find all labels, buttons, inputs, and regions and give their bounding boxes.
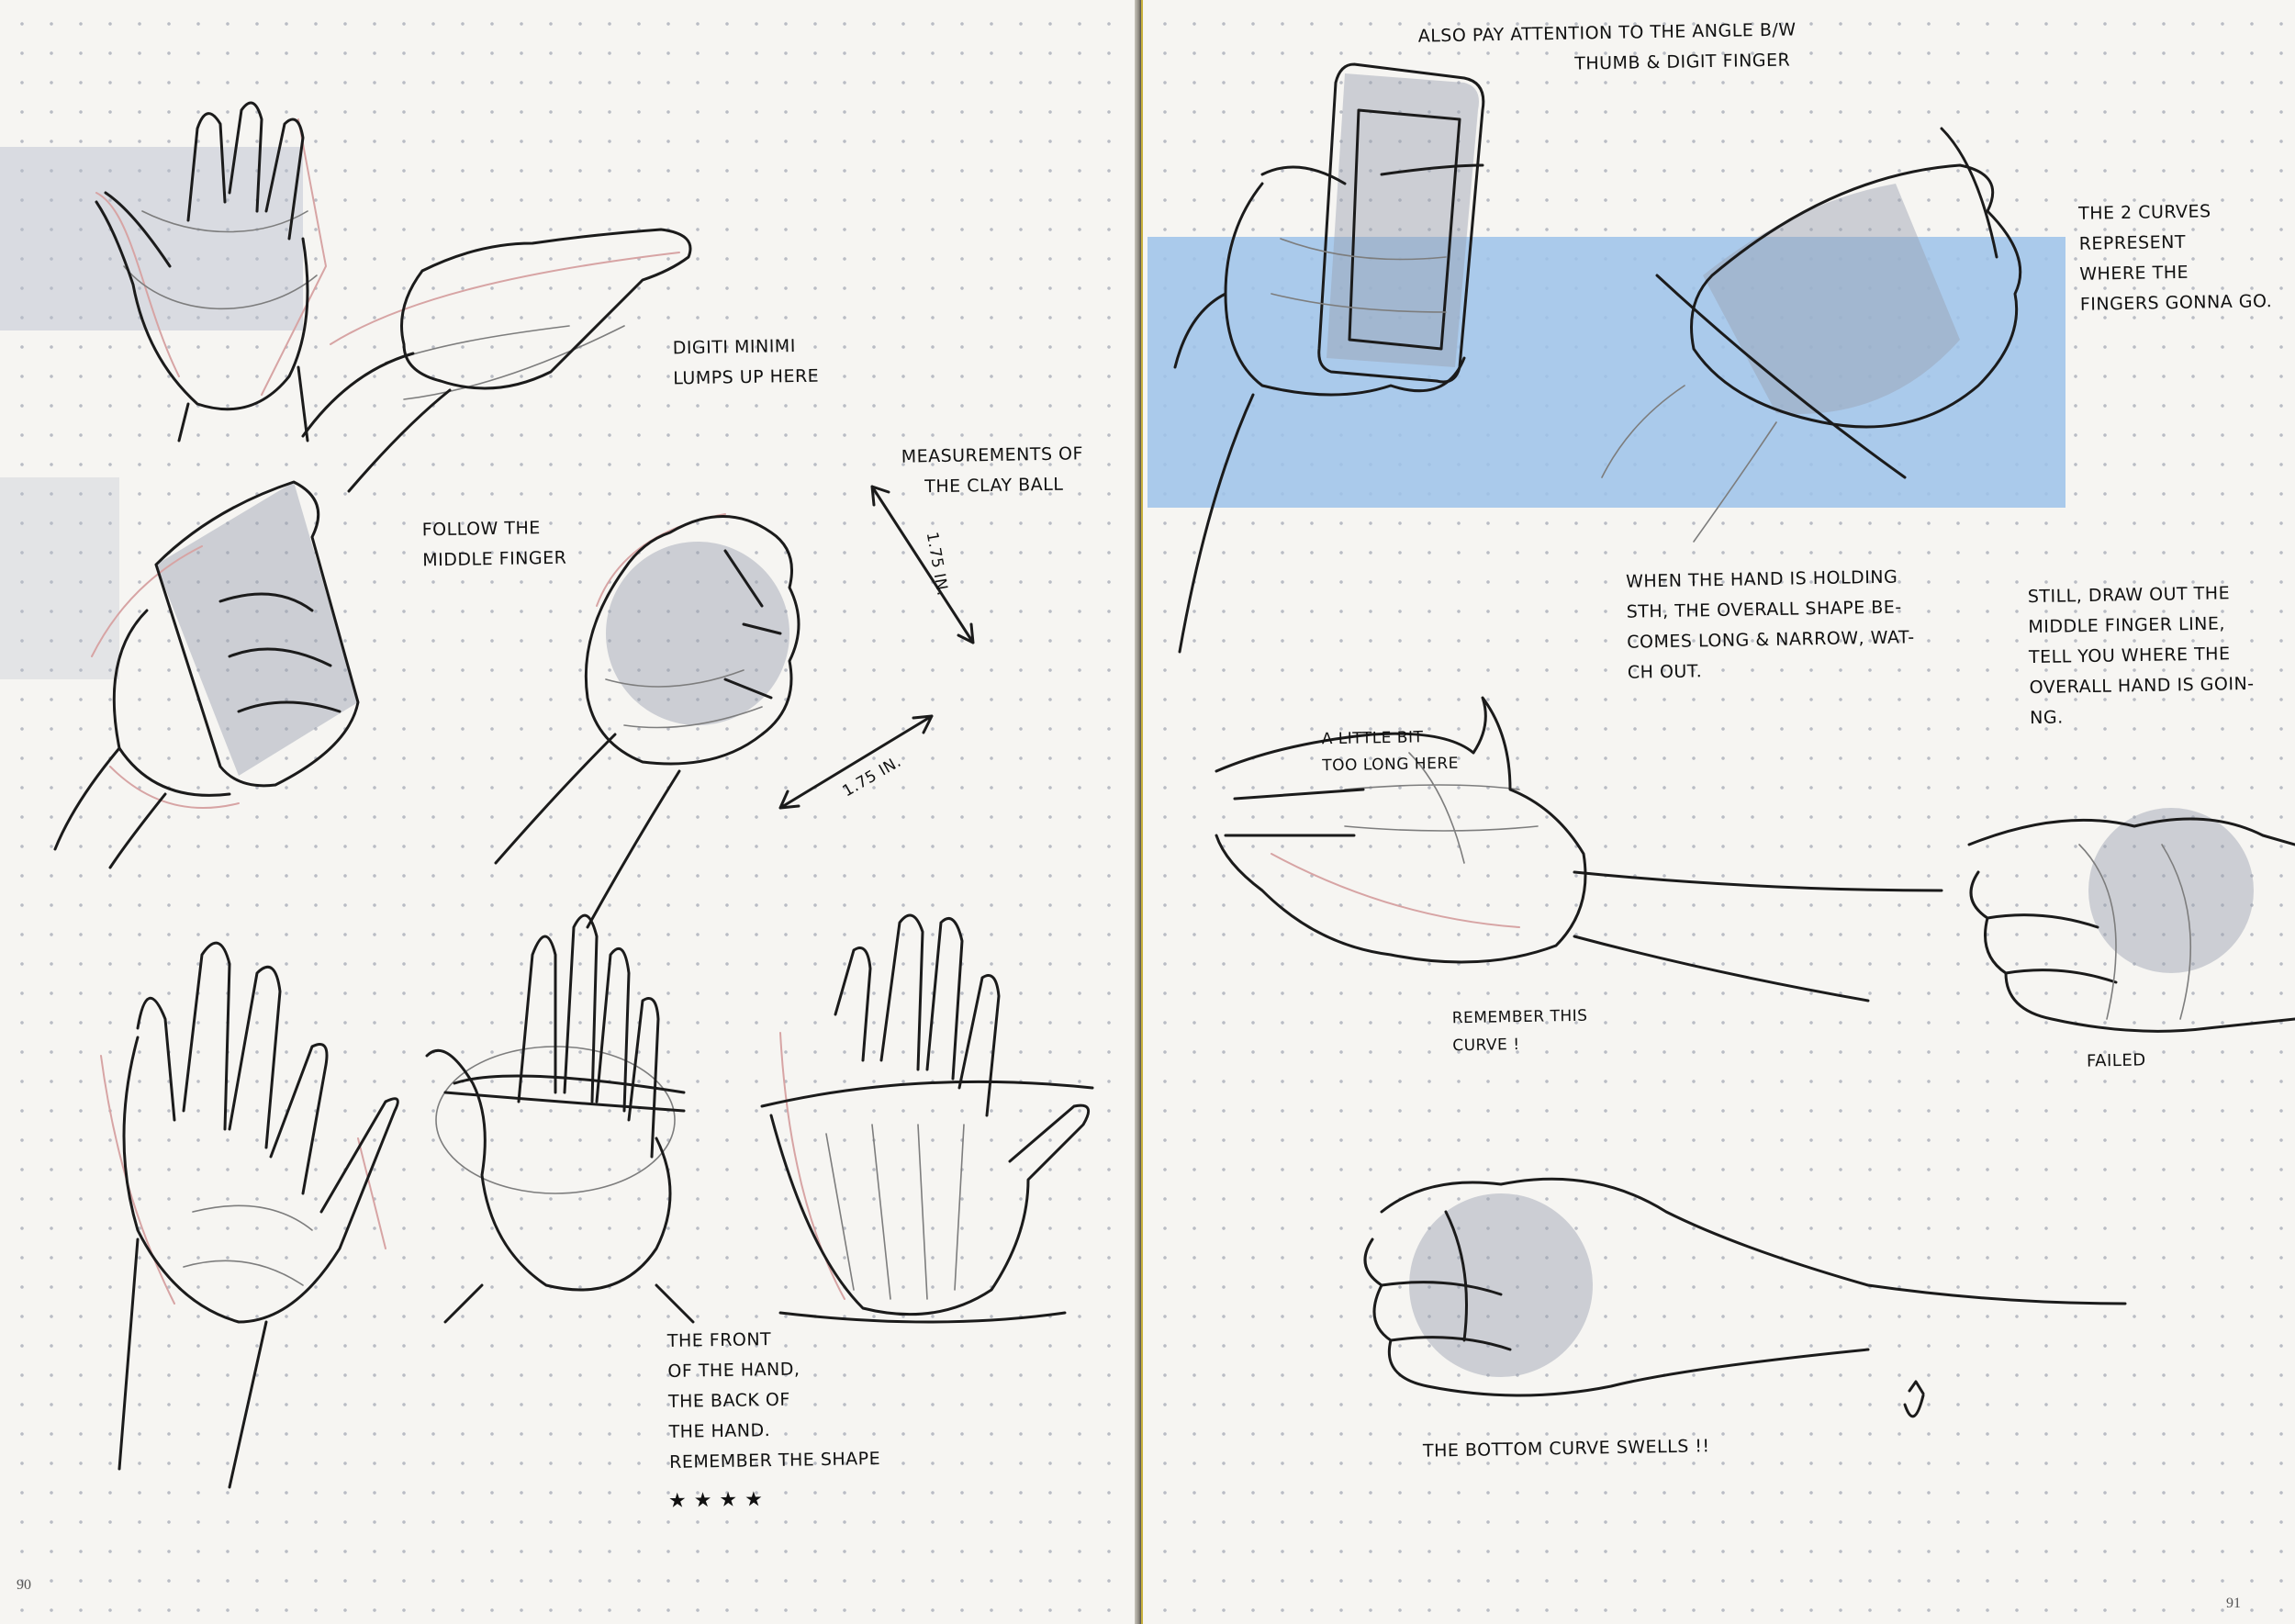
note-failed: FAILED — [2086, 1050, 2146, 1071]
hand-sketch-back-of-hand — [83, 918, 413, 1489]
hand-sketch-side-reach — [294, 216, 707, 493]
hand-sketch-open-palm-side — [1207, 696, 1960, 1002]
note-stars: ★ ★ ★ ★ — [667, 1488, 764, 1513]
hand-sketch-back-shape — [753, 904, 1102, 1345]
grey-wash-band-lower — [0, 477, 119, 679]
page-number-right: 91 — [2226, 1596, 2241, 1611]
blue-marker-band — [1148, 237, 2066, 508]
hand-sketch-front-palm — [418, 900, 702, 1331]
page-number-left: 90 — [17, 1577, 31, 1593]
hand-sketch-holding-phone — [1170, 55, 1593, 654]
hand-sketch-holding-clay-ball — [487, 496, 881, 936]
hand-sketch-palm-up — [78, 83, 344, 442]
dimension-arrow-horizontal — [771, 707, 936, 817]
hand-sketch-holding-curves — [1593, 110, 2070, 543]
dimension-arrow-vertical — [863, 477, 982, 652]
note-bottom-curve-swells: THE BOTTOM CURVE SWELLS !! — [1422, 1436, 1710, 1462]
hand-sketch-holding-cylinder — [53, 473, 404, 869]
hand-sketch-fist-failed — [1951, 790, 2295, 1056]
hand-sketch-fist-bottom-curve — [1354, 1157, 2144, 1423]
